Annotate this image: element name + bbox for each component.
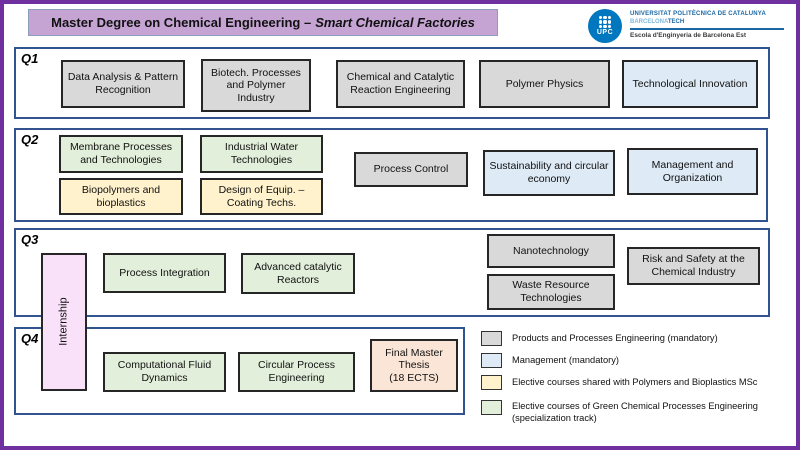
quarter-label: Q2 — [21, 132, 39, 147]
tech-text: TECH — [667, 18, 685, 25]
course-box: Nanotechnology — [487, 234, 615, 268]
legend-item: Management (mandatory) — [481, 353, 793, 368]
course-box: Sustainability and circular economy — [483, 150, 615, 196]
course-box: Data Analysis & Pattern Recognition — [61, 60, 185, 108]
legend-swatch-yellow — [481, 375, 502, 390]
program-title: Master Degree on Chemical Engineering – … — [28, 9, 498, 36]
course-box: Waste Resource Technologies — [487, 274, 615, 310]
course-box: Chemical and Catalytic Reaction Engineer… — [336, 60, 465, 108]
upc-acronym: UPC — [596, 29, 614, 37]
final-thesis-label: Final Master Thesis — [385, 346, 443, 372]
quarter-label: Q3 — [21, 232, 39, 247]
course-box: Advanced catalytic Reactors — [241, 253, 355, 294]
logo-divider — [630, 27, 784, 30]
internship-label: Internship — [57, 297, 70, 347]
course-box: Membrane Processes and Technologies — [59, 135, 183, 173]
course-box: Process Integration — [103, 253, 226, 293]
university-name: UNIVERSITAT POLITÈCNICA DE CATALUNYA — [630, 11, 766, 17]
legend-item: Elective courses of Green Chemical Proce… — [481, 400, 793, 424]
final-thesis-box: Final Master Thesis (18 ECTS) — [370, 339, 458, 392]
program-title-italic: Smart Chemical Factories — [315, 15, 475, 30]
legend-swatch-blue — [481, 353, 502, 368]
course-box: Technological Innovation — [622, 60, 758, 108]
final-thesis-ects: (18 ECTS) — [389, 371, 439, 384]
program-title-main: Master Degree on Chemical Engineering – — [51, 15, 312, 30]
course-box: Design of Equip. – Coating Techs. — [200, 178, 323, 215]
legend-swatch-gray — [481, 331, 502, 346]
course-box: Biotech. Processes and Polymer Industry — [201, 59, 311, 112]
barcelonatech-line: BARCELONATECH — [630, 18, 796, 26]
course-box: Management and Organization — [627, 148, 758, 195]
legend-label: Products and Processes Engineering (mand… — [512, 333, 718, 344]
course-box: Biopolymers and bioplastics — [59, 178, 183, 215]
course-box: Computational Fluid Dynamics — [103, 352, 226, 392]
legend-label: Management (mandatory) — [512, 355, 619, 366]
legend-label: Elective courses of Green Chemical Proce… — [512, 401, 758, 424]
school-name: Escola d'Enginyeria de Barcelona Est — [630, 31, 747, 39]
upc-logo-icon: UPC — [588, 9, 622, 43]
quarter-label: Q1 — [21, 51, 39, 66]
upc-wordmark: UNIVERSITAT POLITÈCNICA DE CATALUNYA BAR… — [630, 11, 796, 40]
barcelona-text: BARCELONA — [630, 18, 668, 25]
internship-box: Internship — [41, 253, 87, 391]
legend-swatch-green — [481, 400, 502, 415]
course-box: Process Control — [354, 152, 468, 187]
course-box: Industrial Water Technologies — [200, 135, 323, 173]
course-box: Polymer Physics — [479, 60, 610, 108]
legend-item: Products and Processes Engineering (mand… — [481, 331, 793, 346]
legend-item: Elective courses shared with Polymers an… — [481, 375, 793, 390]
quarter-label: Q4 — [21, 331, 39, 346]
upc-dots-icon — [598, 15, 612, 29]
course-box: Risk and Safety at the Chemical Industry — [627, 247, 760, 285]
legend-label: Elective courses shared with Polymers an… — [512, 377, 758, 388]
course-box: Circular Process Engineering — [238, 352, 355, 392]
